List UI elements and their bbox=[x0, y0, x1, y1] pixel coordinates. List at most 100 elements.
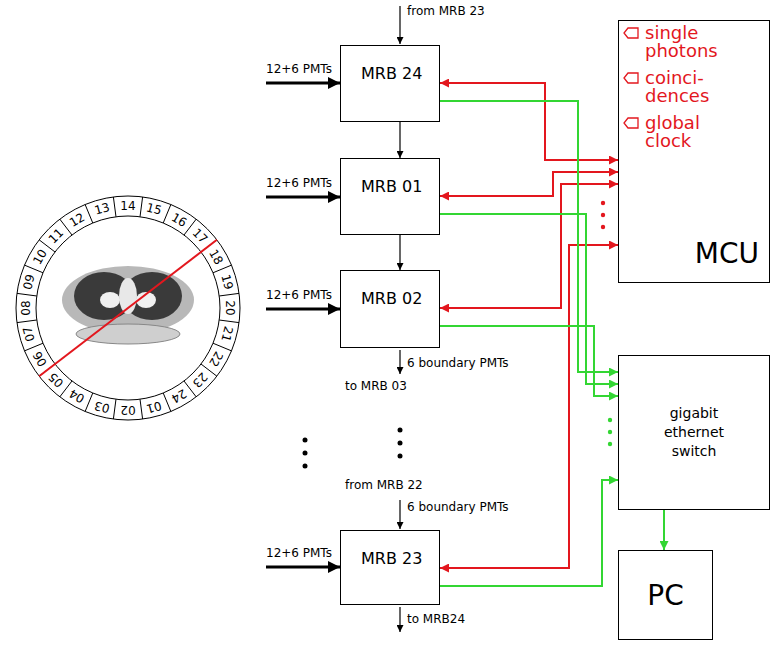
signal-row: global clock bbox=[623, 114, 769, 150]
control-link bbox=[440, 245, 618, 568]
input-arrows bbox=[266, 83, 340, 567]
readout-board-box: MRB 24 bbox=[340, 45, 440, 122]
box-label: MRB 01 bbox=[341, 159, 439, 196]
tag-icon bbox=[623, 72, 639, 84]
segment-divider bbox=[85, 393, 93, 411]
module-number: 04 bbox=[67, 387, 86, 405]
boundary-arrow bbox=[399, 607, 400, 632]
box-label: MRB 23 bbox=[341, 531, 439, 568]
dot bbox=[608, 442, 612, 446]
module-number: 11 bbox=[46, 226, 65, 245]
segment-divider bbox=[219, 320, 239, 323]
tag-icon bbox=[623, 117, 639, 129]
segment-divider bbox=[17, 293, 37, 296]
module-number: 16 bbox=[169, 211, 188, 229]
boundary-label: from MRB 22 bbox=[345, 478, 423, 492]
dot bbox=[303, 438, 308, 443]
dot bbox=[601, 201, 605, 205]
segment-divider bbox=[113, 399, 116, 419]
data-link bbox=[440, 101, 618, 372]
data-link bbox=[663, 510, 665, 550]
input-label: 12+6 PMTs bbox=[266, 62, 332, 76]
signal-name: global clock bbox=[645, 114, 745, 150]
ring-outer bbox=[16, 196, 240, 420]
signal-row: single photons bbox=[623, 24, 769, 60]
pmt-input-arrow bbox=[266, 308, 340, 311]
continuation-dots bbox=[303, 201, 613, 469]
boundary-arrow bbox=[399, 6, 400, 44]
input-label: 12+6 PMTs bbox=[266, 176, 332, 190]
module-number: 22 bbox=[207, 349, 225, 368]
dot bbox=[601, 213, 605, 217]
input-label: 12+6 PMTs bbox=[266, 288, 332, 302]
tag-outline bbox=[624, 28, 638, 38]
module-number: 19 bbox=[219, 273, 235, 291]
switch-box: gigabit ethernet switch bbox=[618, 355, 770, 510]
brain-region bbox=[100, 292, 120, 308]
control-link bbox=[440, 83, 618, 160]
module-number: 12 bbox=[67, 211, 86, 229]
box-title: MCU bbox=[695, 237, 769, 282]
module-number: 15 bbox=[145, 202, 163, 218]
detector-ring bbox=[16, 196, 240, 420]
module-number: 23 bbox=[190, 370, 209, 389]
segment-divider bbox=[219, 293, 239, 296]
brain-image bbox=[62, 266, 194, 344]
box-label: gigabit ethernet switch bbox=[644, 404, 744, 461]
boundary-arrow bbox=[399, 500, 400, 529]
dot bbox=[608, 418, 612, 422]
box-label: MRB 02 bbox=[341, 271, 439, 308]
dot bbox=[303, 451, 308, 456]
readout-board-box: MRB 01 bbox=[340, 158, 440, 235]
pmt-input-arrow bbox=[266, 566, 340, 569]
dot bbox=[398, 441, 403, 446]
pmt-input-arrow bbox=[266, 82, 340, 85]
boundary-label: from MRB 23 bbox=[407, 4, 485, 18]
module-number: 07 bbox=[22, 325, 38, 343]
module-number: 08 bbox=[20, 300, 32, 315]
module-number: 14 bbox=[120, 200, 135, 212]
brain-lower-lobe bbox=[76, 324, 180, 344]
boundary-label: to MRB24 bbox=[407, 612, 465, 626]
segment-divider bbox=[17, 320, 37, 323]
dot bbox=[398, 428, 403, 433]
dot bbox=[608, 430, 612, 434]
module-number: 13 bbox=[93, 202, 111, 218]
box-label: MRB 24 bbox=[341, 46, 439, 83]
pc-box: PC bbox=[618, 550, 713, 640]
segment-divider bbox=[113, 197, 116, 217]
module-number: 01 bbox=[145, 399, 163, 415]
segment-divider bbox=[213, 265, 231, 273]
segment-divider bbox=[140, 399, 143, 419]
boundary-label: to MRB 03 bbox=[345, 379, 407, 393]
module-number: 06 bbox=[31, 349, 49, 368]
module-number: 21 bbox=[219, 325, 235, 343]
boundary-arrow bbox=[399, 350, 400, 374]
module-number: 03 bbox=[93, 399, 111, 415]
readout-board-box: MRB 02 bbox=[340, 270, 440, 348]
segment-divider bbox=[140, 197, 143, 217]
module-number: 24 bbox=[169, 387, 188, 405]
tag-outline bbox=[624, 118, 638, 128]
dot bbox=[303, 464, 308, 469]
ring-inner bbox=[36, 216, 220, 400]
dot bbox=[398, 454, 403, 459]
input-label: 12+6 PMTs bbox=[266, 546, 332, 560]
pmt-input-arrow bbox=[266, 196, 340, 199]
module-number: 20 bbox=[224, 300, 236, 315]
signal-name: single photons bbox=[645, 24, 745, 60]
mcu-box: single photons coinci- dences global clock… bbox=[618, 20, 770, 283]
tag-outline bbox=[624, 73, 638, 83]
module-number: 02 bbox=[120, 404, 135, 416]
data-link bbox=[440, 480, 618, 586]
module-number: 10 bbox=[31, 247, 49, 266]
module-number: 05 bbox=[46, 370, 65, 389]
box-label: PC bbox=[647, 579, 683, 612]
line-of-response bbox=[39, 240, 217, 376]
readout-board-box: MRB 23 bbox=[340, 530, 440, 605]
signal-name: coinci- dences bbox=[645, 69, 745, 105]
signal-row: coinci- dences bbox=[623, 69, 769, 105]
tag-icon bbox=[623, 27, 639, 39]
module-number: 09 bbox=[22, 273, 38, 291]
